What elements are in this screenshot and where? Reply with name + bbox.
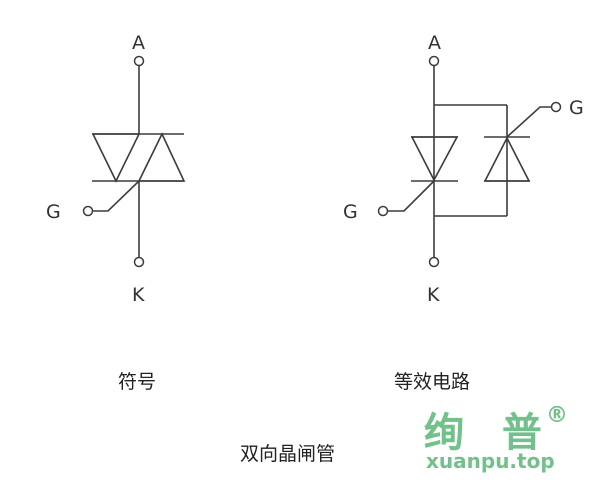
equivalent-caption: 等效电路 — [394, 371, 470, 393]
symbol-anode-label: A — [132, 32, 145, 54]
left-scr-triangle — [410, 136, 459, 182]
diagram-title: 双向晶闸管 — [240, 443, 335, 465]
symbol-caption: 符号 — [118, 371, 156, 393]
left-gate-terminal — [377, 205, 389, 217]
equivalent-cathode-label: K — [427, 284, 440, 306]
watermark-url: xuanpu.top — [426, 449, 555, 473]
symbol-gate-label: G — [46, 201, 61, 223]
watermark-logo: 绚 普 ® xuanpu.top — [424, 403, 568, 473]
equivalent-anode-label: A — [428, 32, 441, 54]
equivalent-circuit: A G G K 等效电路 — [343, 32, 584, 393]
symbol-gate-terminal — [82, 205, 94, 217]
symbol-anode-terminal — [133, 55, 145, 67]
symbol-reverse-triangle — [137, 132, 186, 182]
watermark-registered-mark: ® — [546, 403, 568, 428]
symbol-forward-triangle — [91, 133, 141, 183]
symbol-cathode-label: K — [132, 284, 145, 306]
symbol-cathode-terminal — [133, 256, 145, 268]
equivalent-gate-right-label: G — [569, 97, 584, 119]
equivalent-gate-left-label: G — [343, 201, 358, 223]
right-gate-lead — [506, 106, 551, 138]
symbol-gate-lead — [93, 180, 140, 212]
equivalent-cathode-terminal — [428, 256, 440, 268]
left-gate-lead — [388, 180, 435, 212]
equivalent-anode-terminal — [428, 55, 440, 67]
triac-symbol: A K G 符号 — [46, 32, 186, 393]
watermark-name: 绚 普 — [424, 410, 554, 456]
right-gate-terminal — [550, 101, 562, 113]
